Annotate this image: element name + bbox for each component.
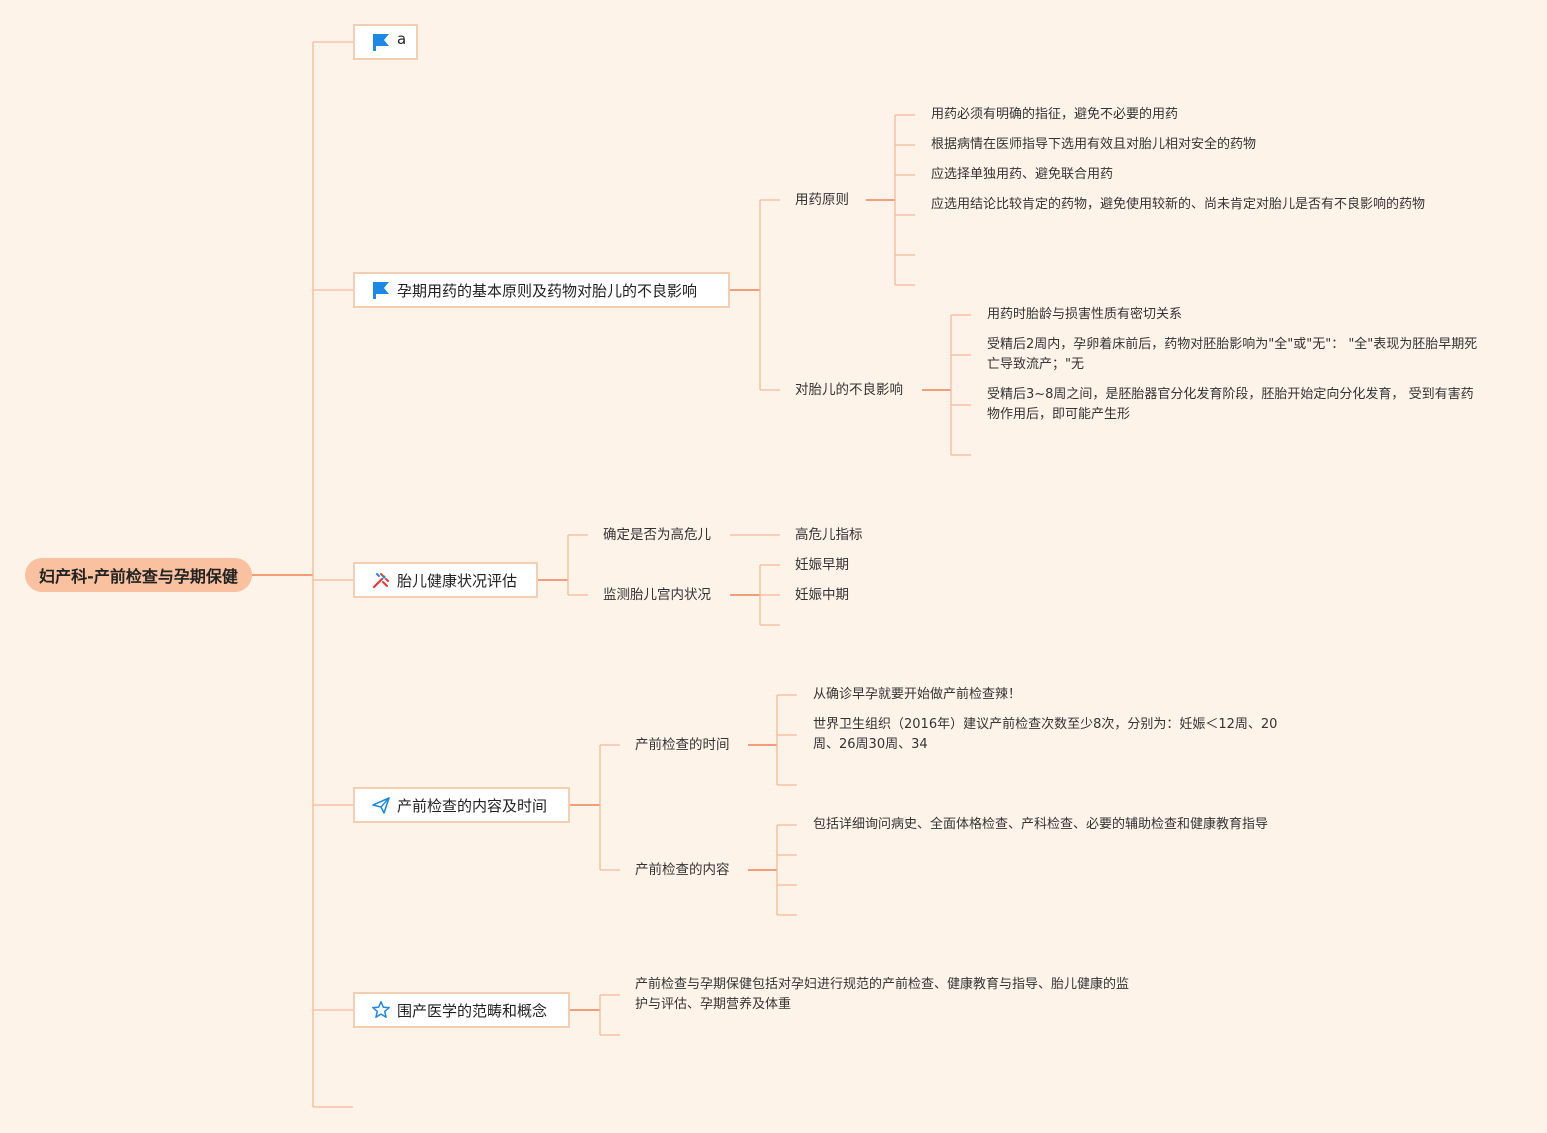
flag-icon [373,282,389,299]
leaf-text[interactable]: 用药时胎龄与损害性质有密切关系 [987,307,1183,322]
branch-label: 孕期用药的基本原则及药物对胎儿的不良影响 [397,281,698,300]
branch-label: 围产医学的范畴和概念 [397,1001,548,1020]
star-icon [372,1001,390,1018]
branch-node-a[interactable]: a [353,24,418,60]
branch-node-prenatal-exam[interactable]: 产前检查的内容及时间 [353,787,570,823]
leaf-text[interactable]: 包括详细询问病史、全面体格检查、产科检查、必要的辅助检查和健康教育指导 [813,817,1269,832]
leaf-text[interactable]: 应选择单独用药、避免联合用药 [931,167,1114,182]
subtopic-drug-principles[interactable]: 用药原则 [795,192,849,208]
branch-node-perinatal[interactable]: 围产医学的范畴和概念 [353,992,570,1028]
tools-icon [372,573,389,589]
root-label: 妇产科-产前检查与孕期保健 [39,567,238,586]
leaf-text[interactable]: 妊娠中期 [795,587,849,603]
flag-icon [373,34,389,51]
leaf-text[interactable]: 根据病情在医师指导下选用有效且对胎儿相对安全的药物 [931,137,1257,152]
subtopic-exam-content[interactable]: 产前检查的内容 [635,862,730,878]
leaf-text[interactable]: 用药必须有明确的指征，避免不必要的用药 [931,107,1179,122]
leaf-text[interactable]: 世界卫生组织（2016年）建议产前检查次数至少8次，分别为：妊娠＜12周、20周… [813,717,1278,752]
branch-node-fetal-assessment[interactable]: 胎儿健康状况评估 [353,562,538,598]
leaf-text[interactable]: 从确诊早孕就要开始做产前检查辣！ [813,687,1022,702]
leaf-text[interactable]: 受精后2周内，孕卵着床前后，药物对胚胎影响为"全"或"无"： "全"表现为胚胎早… [987,337,1478,372]
leaf-text[interactable]: 受精后3~8周之间，是胚胎器官分化发育阶段，胚胎开始定向分化发育， 受到有害药物… [987,387,1474,422]
leaf-text[interactable]: 高危儿指标 [795,527,863,543]
branch-label: a [397,30,407,48]
subtopic-monitoring[interactable]: 监测胎儿宫内状况 [603,587,711,603]
branch-node-drug-principles[interactable]: 孕期用药的基本原则及药物对胎儿的不良影响 [353,272,730,308]
root-node[interactable]: 妇产科-产前检查与孕期保健 [25,558,252,592]
subtopic-exam-time[interactable]: 产前检查的时间 [635,737,730,753]
leaf-text[interactable]: 应选用结论比较肯定的药物，避免使用较新的、尚未肯定对胎儿是否有不良影响的药物 [931,197,1426,212]
leaf-text[interactable]: 妊娠早期 [795,557,849,573]
leaf-text[interactable]: 产前检查与孕期保健包括对孕妇进行规范的产前检查、健康教育与指导、胎儿健康的监护与… [635,977,1130,1012]
subtopic-high-risk[interactable]: 确定是否为高危儿 [603,527,711,543]
branch-label: 产前检查的内容及时间 [397,796,548,815]
paper-plane-icon [372,797,390,814]
branch-label: 胎儿健康状况评估 [397,571,518,590]
subtopic-adverse-effects[interactable]: 对胎儿的不良影响 [795,382,903,398]
